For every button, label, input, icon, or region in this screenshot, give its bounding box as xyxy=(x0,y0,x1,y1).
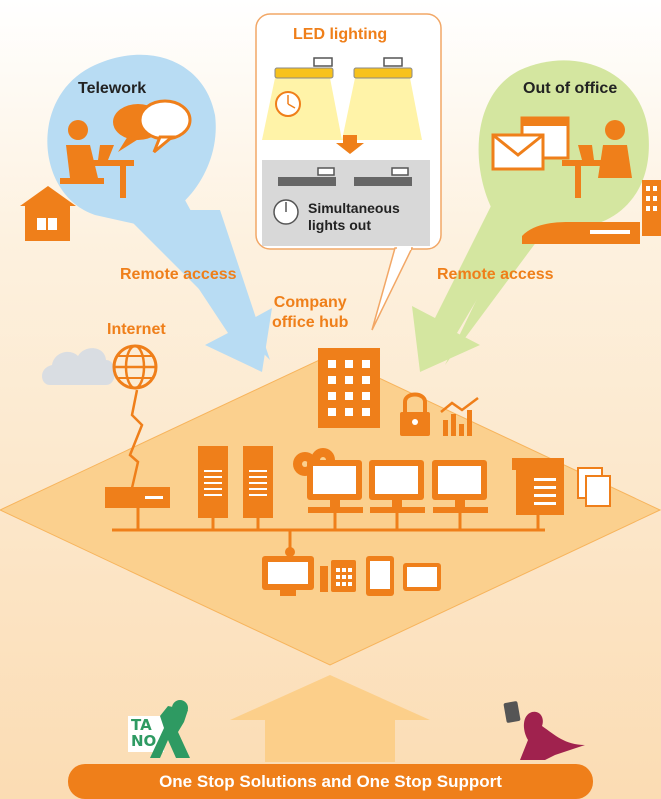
internet-label: Internet xyxy=(107,321,166,338)
network-zigzag xyxy=(128,389,144,489)
led-lighting-label: LED lighting xyxy=(293,26,388,43)
router-icon xyxy=(105,487,170,508)
solutions-banner xyxy=(68,764,593,799)
dinosaur-icon xyxy=(503,701,585,760)
tano-bottom: NO xyxy=(131,732,157,750)
company-line1: Company xyxy=(273,294,347,311)
out-of-office-bubble xyxy=(445,60,649,365)
house-icon xyxy=(20,186,76,241)
led-lamp-icon xyxy=(274,57,413,79)
down-arrow-icon xyxy=(336,135,364,154)
support-arrow xyxy=(230,675,430,762)
right-arrow xyxy=(412,198,530,372)
simultaneous-line1: Simultaneous xyxy=(308,200,400,216)
led-lamp-off-icon xyxy=(278,167,412,186)
speech-bubble-icon xyxy=(113,99,192,154)
remote-access-left-label: Remote access xyxy=(120,266,237,283)
tano-logo xyxy=(128,700,190,758)
device-row xyxy=(262,547,441,596)
paper-icon xyxy=(577,467,611,507)
building-icon xyxy=(642,180,661,236)
office-building-icon xyxy=(318,348,380,428)
chart-icon xyxy=(440,397,479,436)
led-callout xyxy=(255,13,442,331)
tano-top: TA xyxy=(131,716,152,734)
globe-icon xyxy=(112,344,158,390)
simultaneous-line2: lights out xyxy=(308,217,371,233)
telework-label: Telework xyxy=(78,80,147,97)
envelope-icon xyxy=(491,133,545,171)
company-line2: office hub xyxy=(272,314,349,331)
person-at-desk-right-icon xyxy=(562,120,632,198)
tano-logo-text: TA NO xyxy=(131,717,156,749)
lock-icon xyxy=(400,392,430,436)
train-icon xyxy=(522,222,640,244)
clock-off-icon xyxy=(273,199,299,225)
banner-text: One Stop Solutions and One Stop Support xyxy=(159,772,502,791)
simultaneous-label: Simultaneous lights out xyxy=(308,200,400,234)
person-at-desk-icon xyxy=(60,120,134,198)
cloud-icon xyxy=(42,348,115,385)
monitor-icon xyxy=(307,460,488,513)
left-arrow xyxy=(150,200,272,372)
clock-icon xyxy=(275,91,301,117)
out-of-office-label: Out of office xyxy=(523,80,618,97)
remote-access-right-label: Remote access xyxy=(437,266,554,283)
multifunction-printer-icon xyxy=(512,458,564,515)
server-icon xyxy=(198,446,273,518)
company-office-hub-label: Company office hub xyxy=(272,293,348,333)
